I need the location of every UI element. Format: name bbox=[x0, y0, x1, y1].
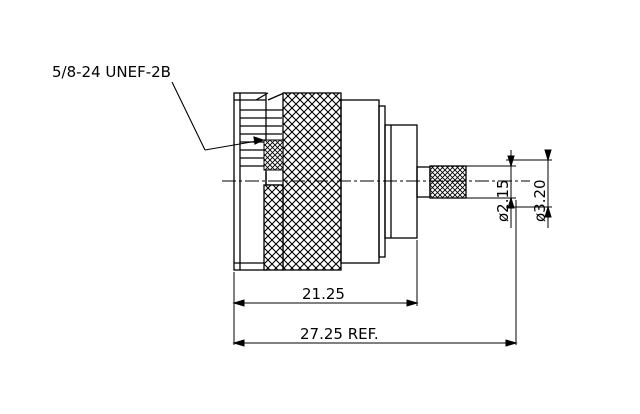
knurled-body bbox=[263, 92, 342, 271]
dim-body-length-label: 21.25 bbox=[302, 285, 345, 303]
dim-inner-diameter-label: ø2.15 bbox=[494, 179, 512, 222]
rear-body bbox=[340, 99, 418, 264]
extension-lines bbox=[233, 200, 517, 345]
crimp-ferrule bbox=[416, 165, 516, 199]
thread-callout-leader bbox=[171, 81, 265, 151]
dim-inner-diameter bbox=[507, 150, 515, 228]
dim-overall-length-label: 27.25 REF. bbox=[300, 325, 379, 343]
dim-outer-diameter bbox=[506, 149, 552, 228]
dim-outer-diameter-label: ø3.20 bbox=[531, 179, 549, 222]
dim-overall-length bbox=[232, 339, 518, 347]
thread-callout-label: 5/8-24 UNEF-2B bbox=[52, 63, 171, 81]
dim-body-length bbox=[232, 299, 419, 307]
